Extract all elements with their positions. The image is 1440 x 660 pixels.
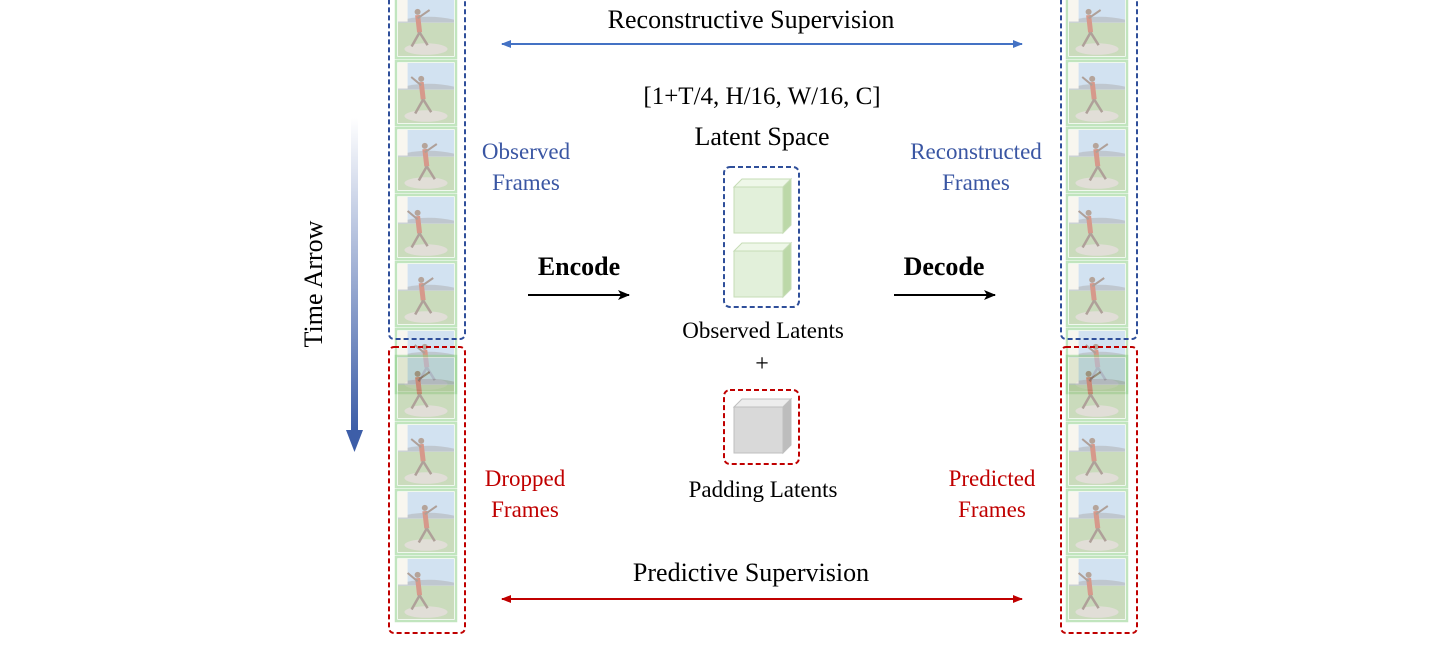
video-frame xyxy=(394,260,458,328)
video-frame xyxy=(394,421,458,489)
padding-latent-cube xyxy=(732,397,793,455)
video-frame xyxy=(1065,193,1129,261)
video-frame xyxy=(394,0,458,60)
decode-label: Decode xyxy=(903,252,985,281)
dropped-frames-box xyxy=(388,346,466,634)
padding-latents-label: Padding Latents xyxy=(688,477,838,502)
encode-label: Encode xyxy=(537,252,621,281)
observed-latents-label: Observed Latents xyxy=(682,318,844,343)
video-frame xyxy=(1065,260,1129,328)
observed-latent-cube xyxy=(732,241,793,299)
plus-sign: + xyxy=(755,351,769,377)
video-frame xyxy=(394,193,458,261)
video-frame xyxy=(1065,126,1129,194)
time-arrow-label: Time Arrow xyxy=(299,220,328,348)
dropped-frames-label: Dropped Frames xyxy=(484,466,566,522)
video-frame xyxy=(1065,555,1129,623)
reconstructed-frames-label: Reconstructed Frames xyxy=(910,139,1042,195)
latent-space-title: Latent Space xyxy=(694,122,830,151)
reconstructed-frames-box xyxy=(1060,0,1138,340)
video-frame xyxy=(1065,354,1129,422)
video-frame xyxy=(1065,488,1129,556)
video-frame xyxy=(1065,59,1129,127)
video-frame xyxy=(394,555,458,623)
predictive-supervision-label: Predictive Supervision xyxy=(632,558,870,587)
reconstructive-supervision-label: Reconstructive Supervision xyxy=(607,5,895,34)
time-arrow xyxy=(346,118,363,452)
observed-frames-strip xyxy=(394,0,458,395)
video-frame xyxy=(394,126,458,194)
video-frame xyxy=(394,488,458,556)
observed-frames-box xyxy=(388,0,466,340)
latent-shape-label: [1+T/4, H/16, W/16, C] xyxy=(643,83,881,110)
predicted-frames-strip xyxy=(1065,354,1129,623)
video-frame xyxy=(394,59,458,127)
video-frame xyxy=(394,354,458,422)
dropped-frames-strip xyxy=(394,354,458,623)
video-frame xyxy=(1065,421,1129,489)
predicted-frames-label: Predicted Frames xyxy=(948,466,1036,522)
observed-frames-label: Observed Frames xyxy=(481,139,571,195)
reconstructed-frames-strip xyxy=(1065,0,1129,395)
observed-latents-box xyxy=(723,166,800,308)
predicted-frames-box xyxy=(1060,346,1138,634)
video-frame xyxy=(1065,0,1129,60)
observed-latent-cube xyxy=(732,177,793,235)
